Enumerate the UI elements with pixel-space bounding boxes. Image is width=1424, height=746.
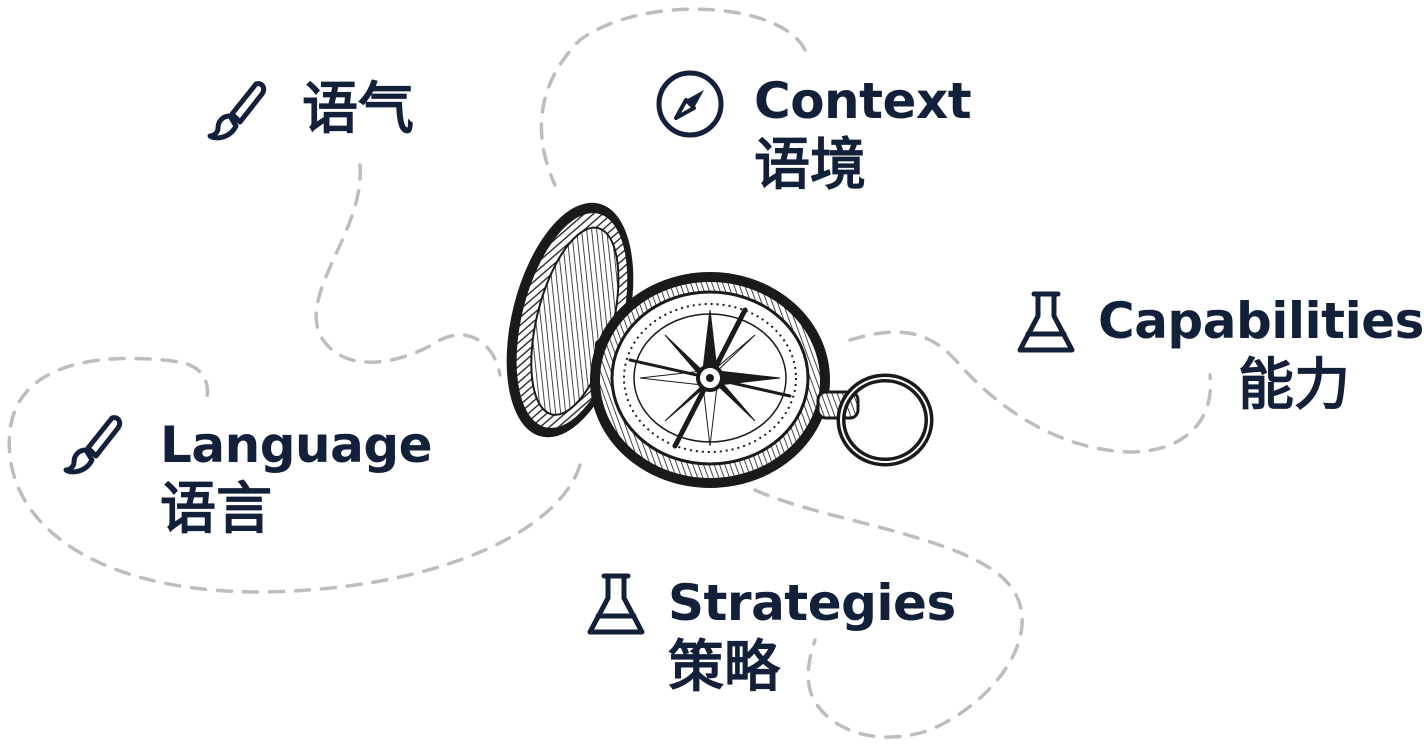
flask-icon — [1017, 291, 1075, 353]
brush-icon — [63, 415, 123, 475]
capabilities-zh: 能力 — [1238, 353, 1350, 418]
path-capabilities — [848, 330, 1213, 454]
label-strategies: Strategies 策略 — [580, 570, 956, 702]
pocket-compass-illustration — [506, 202, 934, 488]
language-en: Language — [160, 416, 433, 474]
strategies-zh: 策略 — [668, 635, 780, 700]
label-capabilities: Capabilities 能力 — [1010, 288, 1424, 420]
path-tone — [314, 163, 502, 377]
flask-icon — [587, 573, 645, 635]
path-language — [7, 356, 582, 594]
context-en: Context — [754, 72, 972, 130]
label-language: Language 语言 — [56, 410, 433, 544]
strategies-en: Strategies — [668, 574, 956, 632]
context-zh: 语境 — [754, 133, 866, 198]
tone-zh: 语气 — [302, 77, 414, 142]
compass-case — [590, 272, 830, 488]
capabilities-en: Capabilities — [1098, 292, 1424, 350]
language-zh: 语言 — [160, 477, 272, 542]
brush-icon — [207, 81, 267, 141]
label-context: Context 语境 — [654, 68, 972, 200]
compass-ring — [816, 373, 934, 467]
compass-icon — [656, 70, 724, 138]
label-tone: 语气 — [200, 76, 414, 148]
path-strategies — [753, 488, 1024, 739]
path-context — [539, 7, 807, 187]
